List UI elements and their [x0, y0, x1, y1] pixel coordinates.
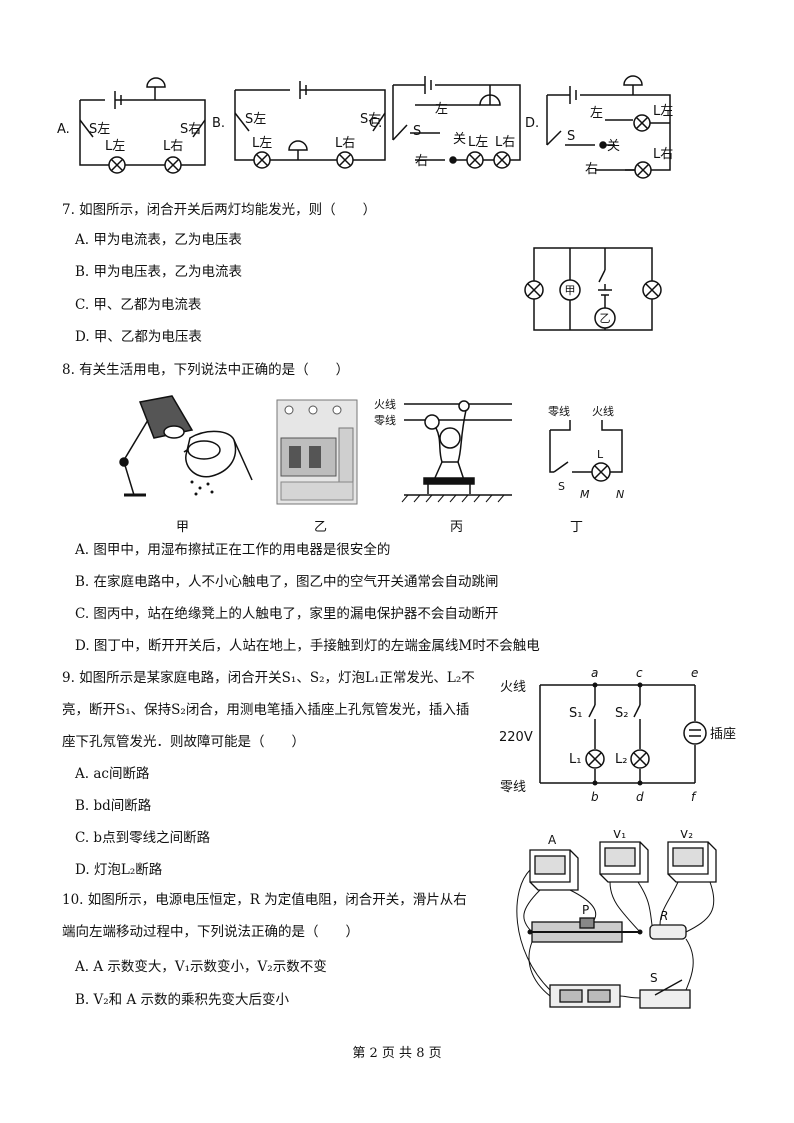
q10-p-label: P — [582, 903, 589, 917]
q8-ding-zero-label: 零线 — [548, 404, 570, 418]
q8-option-a: A. 图甲中，用湿布擦拭正在工作的用电器是很安全的 — [75, 542, 391, 558]
q8-bing-zero-label: 零线 — [374, 413, 396, 427]
q10-ammeter-label: A — [548, 833, 557, 847]
q9-stem-line-3: 座下孔氖管发光．则故障可能是（ ） — [62, 734, 305, 750]
q8-option-d: D. 图丁中，断开开关后，人站在地上，手接触到灯的左端金属线M时不会触电 — [75, 638, 540, 654]
q7-option-c: C. 甲、乙都为电流表 — [75, 297, 202, 313]
q9-stem-line-2: 亮，断开S₁、保持S₂闭合，用测电笔插入插座上孔氖管发光，插入插 — [62, 702, 470, 718]
q10-v2-label: V₂ — [680, 830, 693, 841]
q8-bing-fire-label: 火线 — [374, 397, 396, 411]
q8-caption-ding: 丁 — [570, 520, 584, 535]
option-c-letter: C. — [369, 116, 382, 131]
q8-ding-m-label: M — [580, 488, 590, 501]
q9-option-c: C. b点到零线之间断路 — [75, 830, 211, 846]
q10-option-b: B. V₂和 A 示数的乘积先变大后变小 — [75, 992, 289, 1008]
q9-point-b: b — [591, 790, 599, 804]
option-d-right: 右 — [585, 162, 598, 177]
q8-ding-n-label: N — [616, 488, 624, 501]
q9-l1-label: L₁ — [569, 752, 581, 767]
option-b-s-right: S右 — [360, 112, 381, 127]
q8-ding-s-label: S — [558, 480, 565, 493]
option-d-left: 左 — [590, 106, 603, 121]
q9-point-a: a — [591, 666, 598, 680]
q8-fig-ding-circuit: 零线 火线 S L M N — [548, 404, 624, 501]
q9-option-a: A. ac间断路 — [75, 766, 150, 782]
q9-point-e: e — [691, 666, 698, 680]
q10-s-label: S — [650, 971, 658, 985]
q10-r-label: R — [660, 909, 668, 923]
q8-caption-yi: 乙 — [314, 520, 328, 535]
q9-option-b: B. bd间断路 — [75, 798, 152, 814]
q10-stem-line-2: 端向左端移动过程中，下列说法正确的是（ ） — [62, 924, 359, 940]
q9-stem-line-1: 9. 如图所示是某家庭电路，闭合开关S₁、S₂，灯泡L₁正常发光、L₂不 — [62, 670, 475, 686]
q8-ding-l-label: L — [597, 448, 604, 461]
option-b-letter: B. — [212, 116, 225, 131]
page-footer: 第 2 页 共 8 页 — [352, 1046, 442, 1061]
q8-ding-fire-label: 火线 — [592, 404, 614, 418]
q7-fig-jia: 甲 — [565, 284, 576, 297]
q8-stem: 8. 有关生活用电，下列说法中正确的是（ ） — [62, 362, 350, 378]
option-d-s: S — [567, 129, 575, 144]
q9-point-c: c — [636, 666, 643, 680]
q9-voltage-label: 220V — [499, 730, 533, 745]
option-d-l-left: L左 — [653, 104, 673, 119]
option-a-s-right: S右 — [180, 122, 201, 137]
option-c-s: S — [413, 124, 421, 139]
q10-option-a: A. A 示数变大，V₁示数变小，V₂示数不变 — [75, 959, 327, 975]
option-c-l-right: L右 — [495, 135, 515, 150]
q8-caption-jia: 甲 — [176, 520, 190, 535]
q9-fire-label: 火线 — [500, 680, 526, 695]
option-c-right: 右 — [415, 154, 428, 169]
option-d-l-right: L右 — [653, 147, 673, 162]
q9-point-d: d — [636, 790, 644, 804]
q9-zero-label: 零线 — [500, 780, 526, 795]
option-a-letter: A. — [57, 122, 70, 137]
q9-circuit-figure: 火线 零线 220V 插座 S₁ S₂ L₁ L₂ a c e b d f — [499, 666, 736, 804]
option-c-left: 左 — [435, 102, 448, 117]
option-a-s-left: S左 — [89, 122, 110, 137]
q10-apparatus-figure: A V₁ V₂ P R S — [516, 830, 717, 1009]
q8-fig-yi-breaker — [276, 399, 358, 505]
q9-l2-label: L₂ — [615, 752, 627, 767]
option-b-s-left: S左 — [245, 112, 266, 127]
q7-option-a: A. 甲为电流表，乙为电压表 — [75, 232, 242, 248]
q7-option-d: D. 甲、乙都为电压表 — [75, 329, 202, 345]
option-d-guan: 关 — [607, 139, 620, 154]
q7-fig-yi: 乙 — [600, 312, 611, 325]
q9-point-f: f — [691, 790, 697, 804]
option-c-l-left: L左 — [468, 135, 488, 150]
q10-v1-label: V₁ — [613, 830, 626, 841]
q9-option-d: D. 灯泡L₂断路 — [75, 862, 163, 878]
q10-stem-line-1: 10. 如图所示，电源电压恒定，R 为定值电阻，闭合开关，滑片从右 — [62, 892, 467, 908]
option-a-l-left: L左 — [105, 139, 125, 154]
q7-circuit-figure: 甲 乙 — [524, 247, 662, 331]
q8-caption-bing: 丙 — [450, 520, 464, 535]
q9-s2-label: S₂ — [615, 706, 628, 721]
q7-stem: 7. 如图所示，闭合开关后两灯均能发光，则（ ） — [62, 202, 377, 218]
top-options-figure: A. S左 S右 L左 L右 B. S左 S右 L左 L右 C. 左 S 关 右… — [57, 75, 673, 179]
option-b-l-right: L右 — [335, 136, 355, 151]
option-d-letter: D. — [525, 116, 539, 131]
q9-socket-label: 插座 — [710, 727, 736, 742]
q7-option-b: B. 甲为电压表，乙为电流表 — [75, 264, 243, 280]
q8-fig-jia-lamp — [119, 395, 253, 497]
option-b-l-left: L左 — [252, 136, 272, 151]
q8-option-b: B. 在家庭电路中，人不小心触电了，图乙中的空气开关通常会自动跳闸 — [75, 574, 499, 590]
q9-s1-label: S₁ — [569, 706, 582, 721]
q8-option-c: C. 图丙中，站在绝缘凳上的人触电了，家里的漏电保护器不会自动断开 — [75, 606, 499, 622]
option-c-guan: 关 — [453, 132, 466, 147]
option-a-l-right: L右 — [163, 139, 183, 154]
q8-fig-bing-person: 火线 零线 — [374, 397, 512, 503]
